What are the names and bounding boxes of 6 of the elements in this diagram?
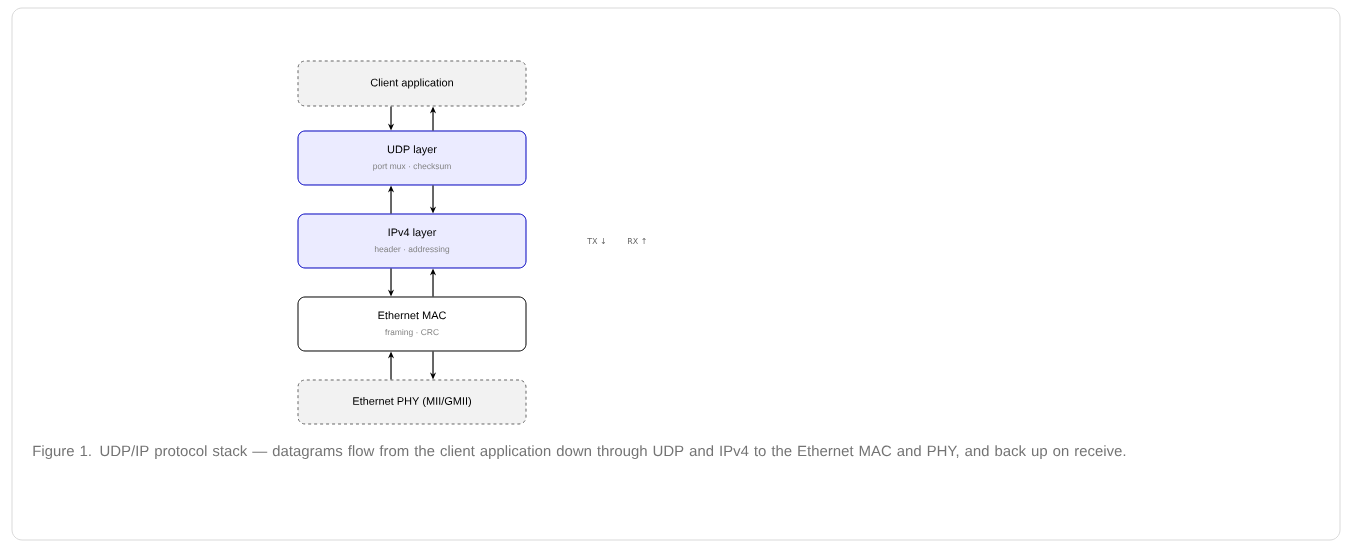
layer-box: UDP layer port mux · checksum xyxy=(297,130,527,186)
figure-caption: Figure 1. UDP/IP protocol stack — datagrams flow from the client application down through UDP and IPv4 to the Ethernet MAC and PHY, and back up on receive. xyxy=(33,445,1126,460)
layer-box: Ethernet PHY (MII/GMII) xyxy=(297,379,527,425)
layer-box: IPv4 layer header · addressing xyxy=(297,213,527,269)
layer-box: Ethernet MAC framing · CRC xyxy=(297,296,527,352)
layer-box: Client application xyxy=(297,60,527,107)
